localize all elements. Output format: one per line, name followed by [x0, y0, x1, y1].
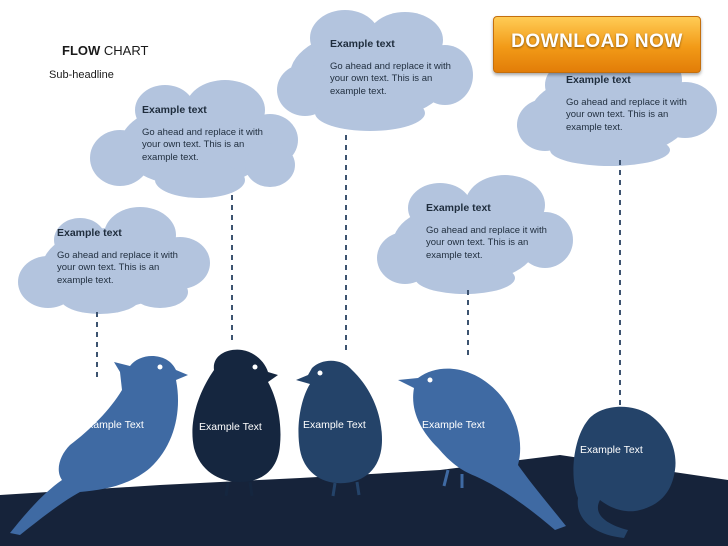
cloud-text-4: Example text Go ahead and replace it wit… — [426, 202, 561, 262]
cloud-heading: Example text — [426, 202, 491, 214]
title-rest: CHART — [103, 43, 149, 58]
cloud-heading: Example text — [142, 104, 207, 116]
bird-label-5: Example Text — [580, 444, 643, 456]
cloud-3 — [277, 10, 473, 131]
cloud-4 — [377, 175, 573, 294]
cloud-heading: Example text — [57, 227, 122, 239]
page-title: FLOW CHART — [62, 43, 148, 58]
download-now-button[interactable]: DOWNLOAD NOW — [493, 16, 701, 73]
cloud-body: Go ahead and replace it with your own te… — [426, 224, 547, 261]
cloud-body: Go ahead and replace it with your own te… — [330, 60, 451, 97]
bird-label-2: Example Text — [199, 421, 262, 433]
cloud-text-5: Example text Go ahead and replace it wit… — [566, 74, 706, 134]
cloud-body: Go ahead and replace it with your own te… — [142, 126, 263, 163]
branch — [0, 455, 728, 546]
title-bold: FLOW — [62, 43, 101, 58]
cloud-text-1: Example text Go ahead and replace it wit… — [57, 227, 197, 287]
cloud-heading: Example text — [566, 74, 631, 86]
connectors — [96, 135, 621, 415]
bird-label-3: Example Text — [303, 419, 366, 431]
cloud-1 — [18, 207, 210, 314]
bird-1 — [10, 355, 188, 535]
cloud-2 — [90, 80, 298, 198]
bird-4 — [398, 368, 566, 530]
cloud-text-3: Example text Go ahead and replace it wit… — [330, 38, 465, 98]
cloud-body: Go ahead and replace it with your own te… — [566, 96, 687, 133]
page-subheadline: Sub-headline — [49, 69, 114, 81]
bird-label-4: Example Text — [422, 419, 485, 431]
bird-5 — [573, 406, 676, 538]
cloud-heading: Example text — [330, 38, 395, 50]
download-now-label: DOWNLOAD NOW — [511, 31, 683, 52]
bird-3 — [296, 360, 382, 497]
cloud-text-2: Example text Go ahead and replace it wit… — [142, 104, 277, 164]
bird-label-1: Example Text — [81, 419, 144, 431]
bird-2 — [192, 349, 281, 497]
cloud-body: Go ahead and replace it with your own te… — [57, 249, 178, 286]
